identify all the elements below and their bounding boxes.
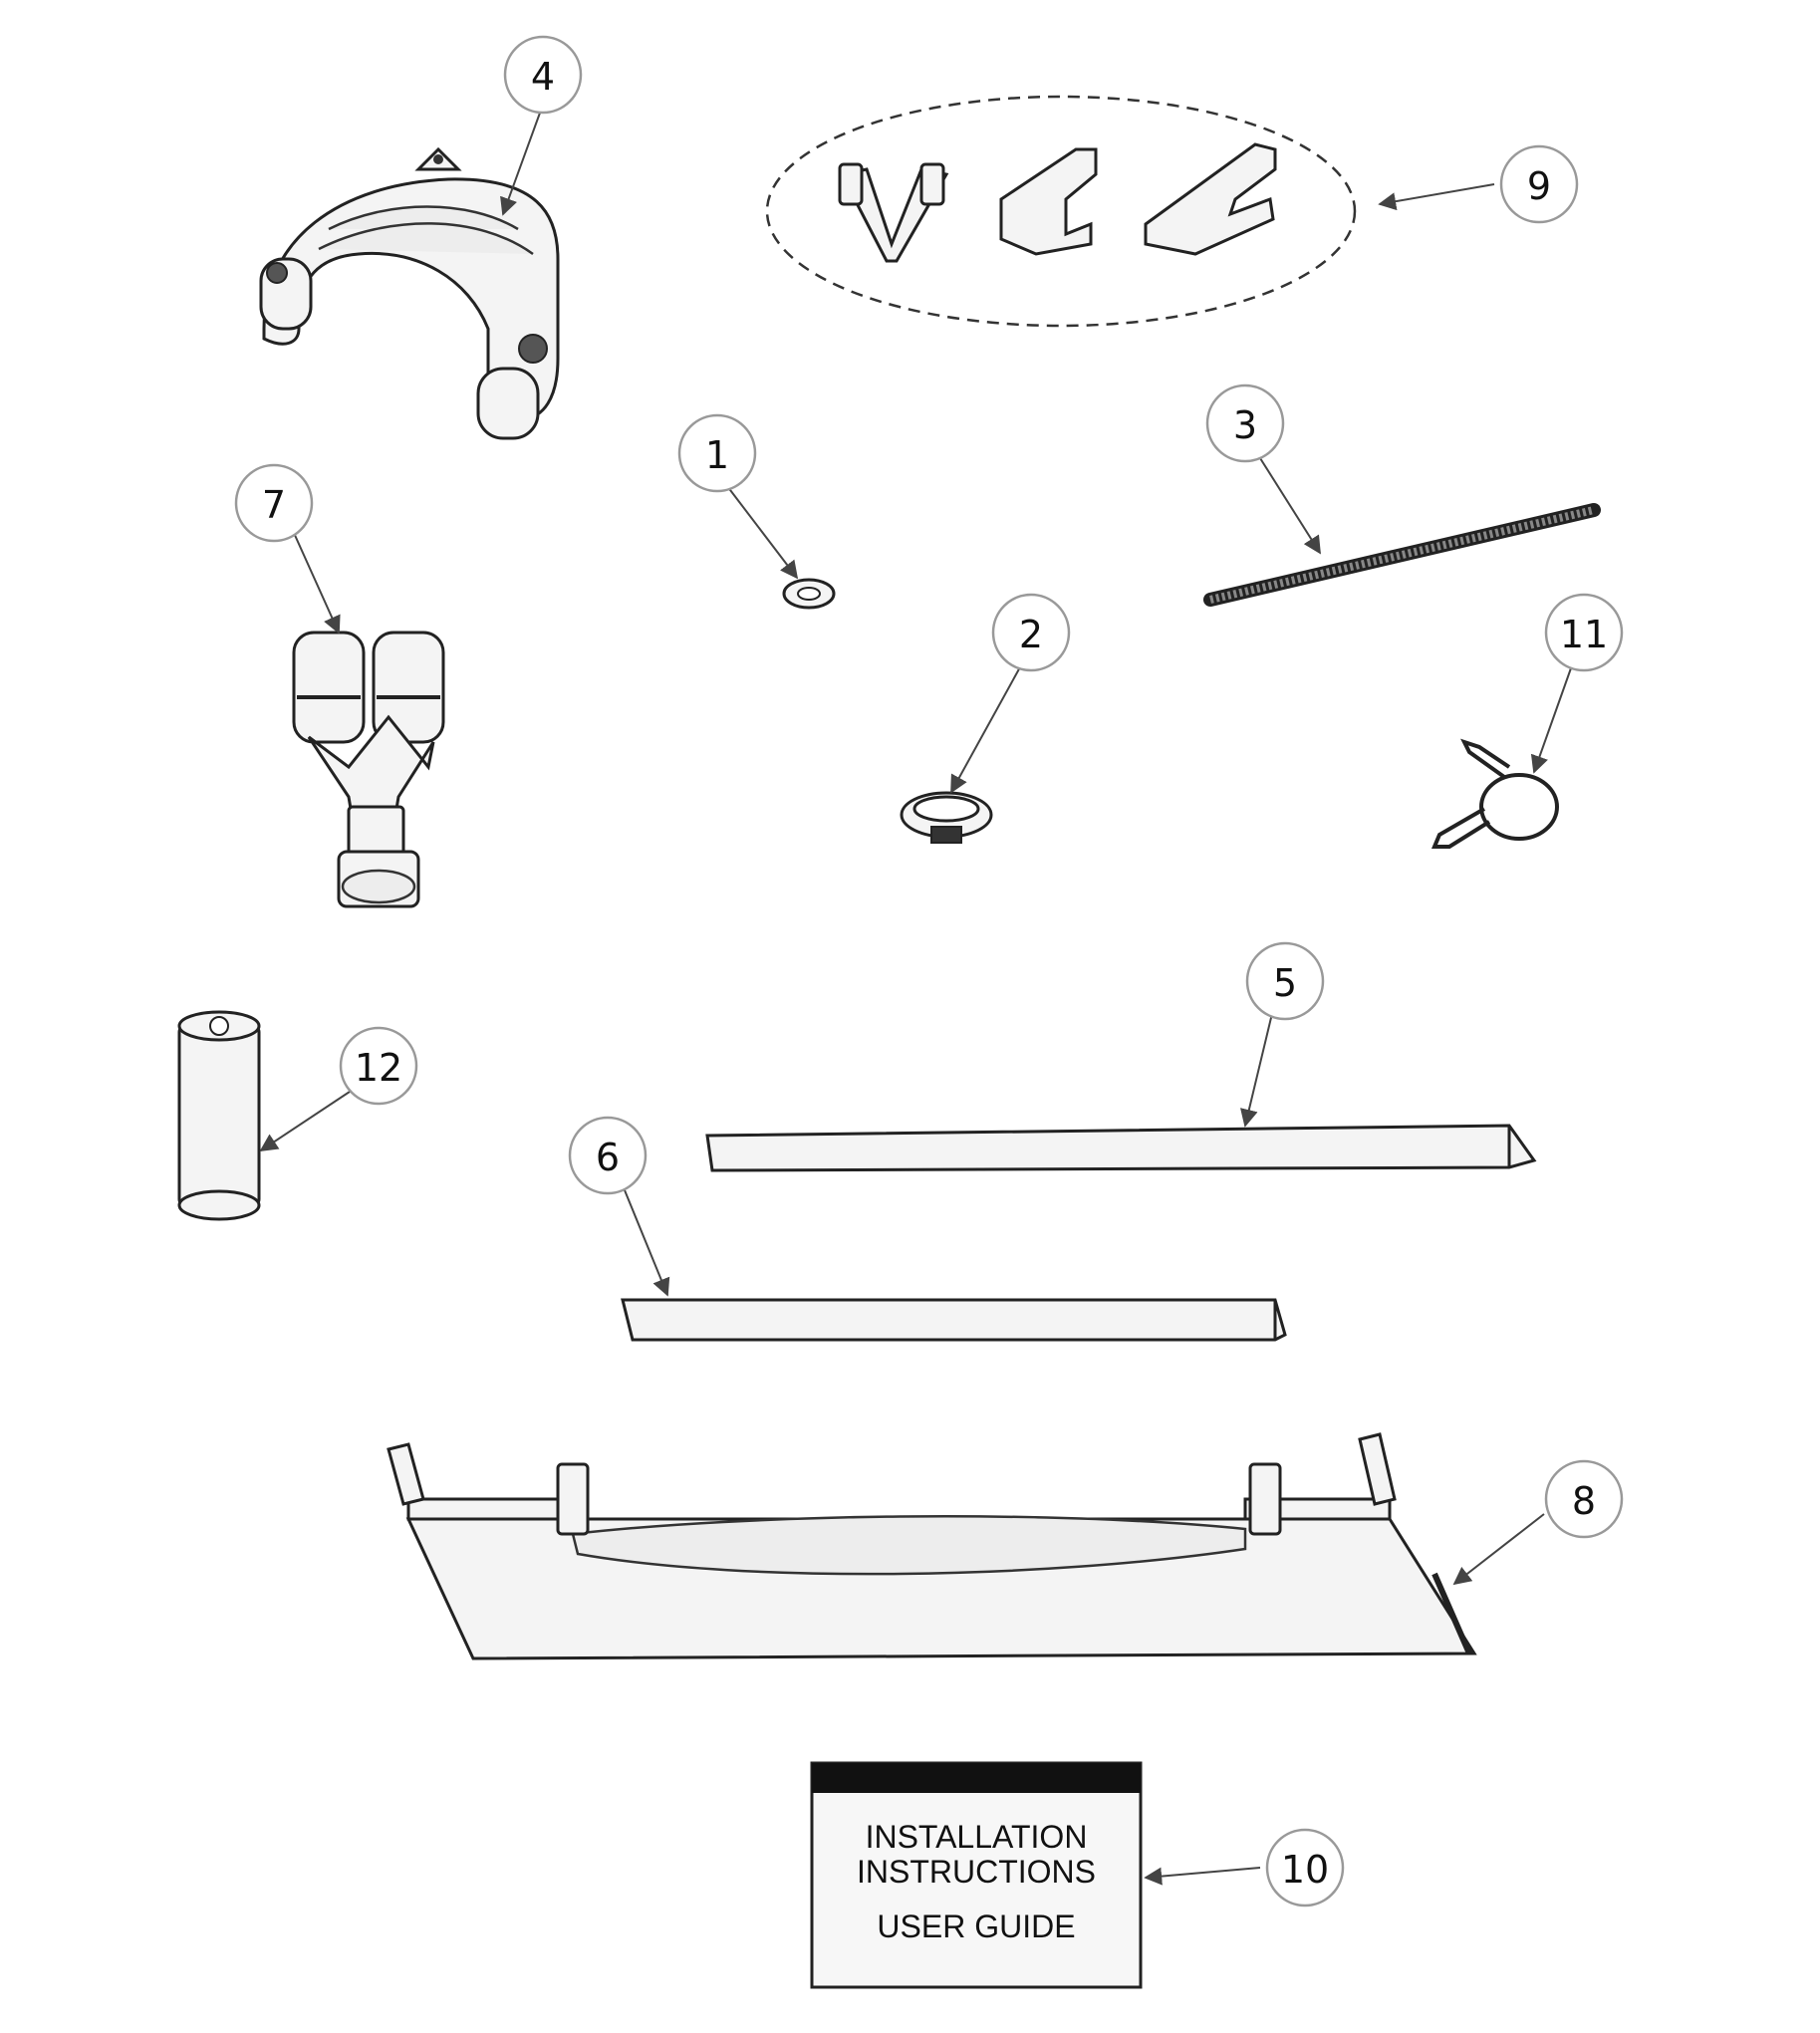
part-3-threaded-rod (1203, 503, 1601, 607)
part-6-short-strip (621, 1298, 1287, 1342)
callout-8: 8 (1544, 1459, 1624, 1539)
booklet-line-2: INSTRUCTIONS (857, 1854, 1096, 1890)
part-7-y-connector (292, 631, 445, 908)
part-2-hose-clamp (900, 791, 993, 844)
svg-text:4: 4 (531, 55, 555, 99)
callouts: 1 2 3 4 5 6 7 8 (234, 35, 1624, 1907)
svg-text:8: 8 (1572, 1479, 1596, 1523)
callout-2: 2 (991, 593, 1071, 672)
booklet-header-bar (812, 1763, 1141, 1793)
callout-1: 1 (677, 413, 757, 493)
callout-11: 11 (1544, 593, 1624, 672)
callout-5: 5 (1245, 941, 1325, 1021)
callout-12: 12 (339, 1026, 418, 1106)
part-11-spring-clip (1431, 738, 1559, 849)
part-1-washer (782, 578, 836, 610)
callout-3: 3 (1205, 383, 1285, 463)
svg-text:2: 2 (1019, 613, 1043, 656)
callout-4: 4 (503, 35, 583, 115)
callout-9: 9 (1499, 144, 1579, 224)
svg-text:9: 9 (1527, 164, 1551, 208)
part-8-base-panel (387, 1432, 1477, 1660)
leader-lines (259, 104, 1573, 1886)
svg-text:5: 5 (1273, 961, 1297, 1005)
part-10-booklet: INSTALLATION INSTRUCTIONS USER GUIDE (810, 1761, 1143, 1989)
svg-text:3: 3 (1233, 403, 1257, 447)
svg-text:6: 6 (596, 1136, 620, 1179)
svg-text:12: 12 (355, 1046, 402, 1090)
svg-text:10: 10 (1281, 1848, 1329, 1892)
callout-6: 6 (568, 1116, 648, 1195)
part-9-bracket-set (765, 95, 1357, 328)
part-4-saddle-bracket (259, 146, 560, 440)
callout-7: 7 (234, 463, 314, 543)
booklet-line-3: USER GUIDE (877, 1908, 1075, 1944)
callout-10: 10 (1265, 1828, 1345, 1907)
part-12-cylinder (177, 1010, 261, 1221)
booklet-line-1: INSTALLATION (866, 1819, 1088, 1855)
part-5-long-strip (705, 1124, 1537, 1172)
svg-text:7: 7 (262, 483, 286, 527)
svg-text:11: 11 (1560, 613, 1608, 656)
svg-text:1: 1 (705, 433, 729, 477)
